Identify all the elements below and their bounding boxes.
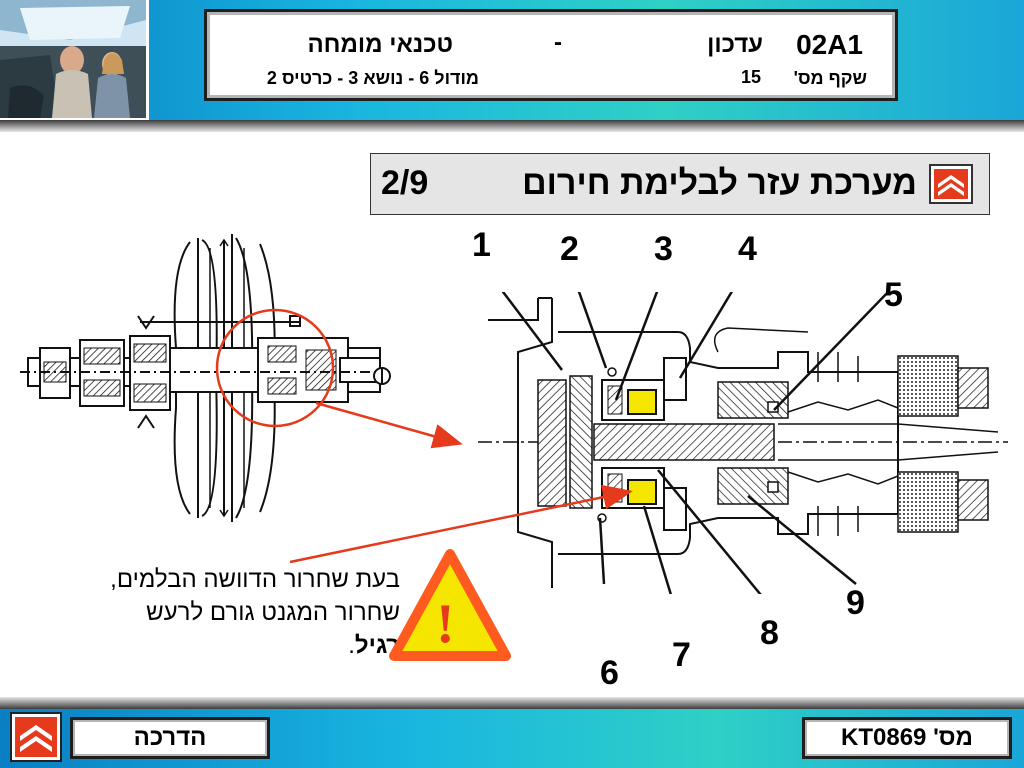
header-separator: - <box>554 29 562 56</box>
caption-line-2: שחרור המגנט גורם לרעש <box>146 599 400 626</box>
callout-2: 2 <box>560 230 579 268</box>
header-photo <box>0 0 149 120</box>
brake-booster-overview-diagram <box>20 234 392 522</box>
header-info-box: 02A1 עדכון - טכנאי מומחה שקף מס' 15 מודו… <box>204 9 898 101</box>
callout-1: 1 <box>472 226 491 264</box>
caption-line-3: רגיל. <box>20 629 400 662</box>
caption-end: . <box>348 632 355 659</box>
car-interior-photo <box>0 0 146 118</box>
callout-6: 6 <box>600 654 619 692</box>
slide-caption: בעת שחרור הדוושה הבלמים, שחרור המגנט גור… <box>20 563 400 662</box>
doc-number: KT0869 'מס <box>841 724 973 751</box>
training-label-box: הדרכה <box>70 717 270 759</box>
emergency-brake-assist-cross-section <box>478 292 1008 594</box>
training-label: הדרכה <box>133 724 207 751</box>
course-name: עדכון <box>707 31 763 58</box>
callout-7: 7 <box>672 636 691 674</box>
top-divider <box>0 120 1024 132</box>
callout-4: 4 <box>738 230 757 268</box>
warning-triangle-icon <box>389 549 511 661</box>
magnet-arrow <box>289 484 633 564</box>
callout-9: 9 <box>846 584 865 622</box>
module-info: מודול 6 - נושא 3 - כרטיס 2 <box>266 68 479 88</box>
callout-3: 3 <box>654 230 673 268</box>
caption-line-1: בעת שחרור הדוושה הבלמים, <box>110 566 400 593</box>
citroen-chevron-icon <box>929 164 973 204</box>
slide-page-index: 2/9 <box>381 164 429 202</box>
callout-leader-lines <box>501 292 890 594</box>
bottom-divider <box>0 697 1024 709</box>
warning-exclamation: ! <box>436 593 455 655</box>
slide-number: 15 <box>740 67 761 87</box>
zoom-highlight-circle <box>215 308 335 428</box>
audience-label: טכנאי מומחה <box>307 31 453 58</box>
doc-number-box: KT0869 'מס <box>802 717 1012 759</box>
callout-8: 8 <box>760 614 779 652</box>
citroen-chevron-icon <box>10 712 62 762</box>
callout-5: 5 <box>884 276 903 314</box>
slide-label: שקף מס' <box>793 68 867 88</box>
course-code: 02A1 <box>796 29 863 60</box>
slide-title-box: מערכת עזר לבלימת חירום 2/9 <box>370 153 990 215</box>
slide-title: מערכת עזר לבלימת חירום <box>522 164 917 202</box>
zoom-arrow <box>315 401 463 449</box>
magnet-top <box>627 389 657 415</box>
